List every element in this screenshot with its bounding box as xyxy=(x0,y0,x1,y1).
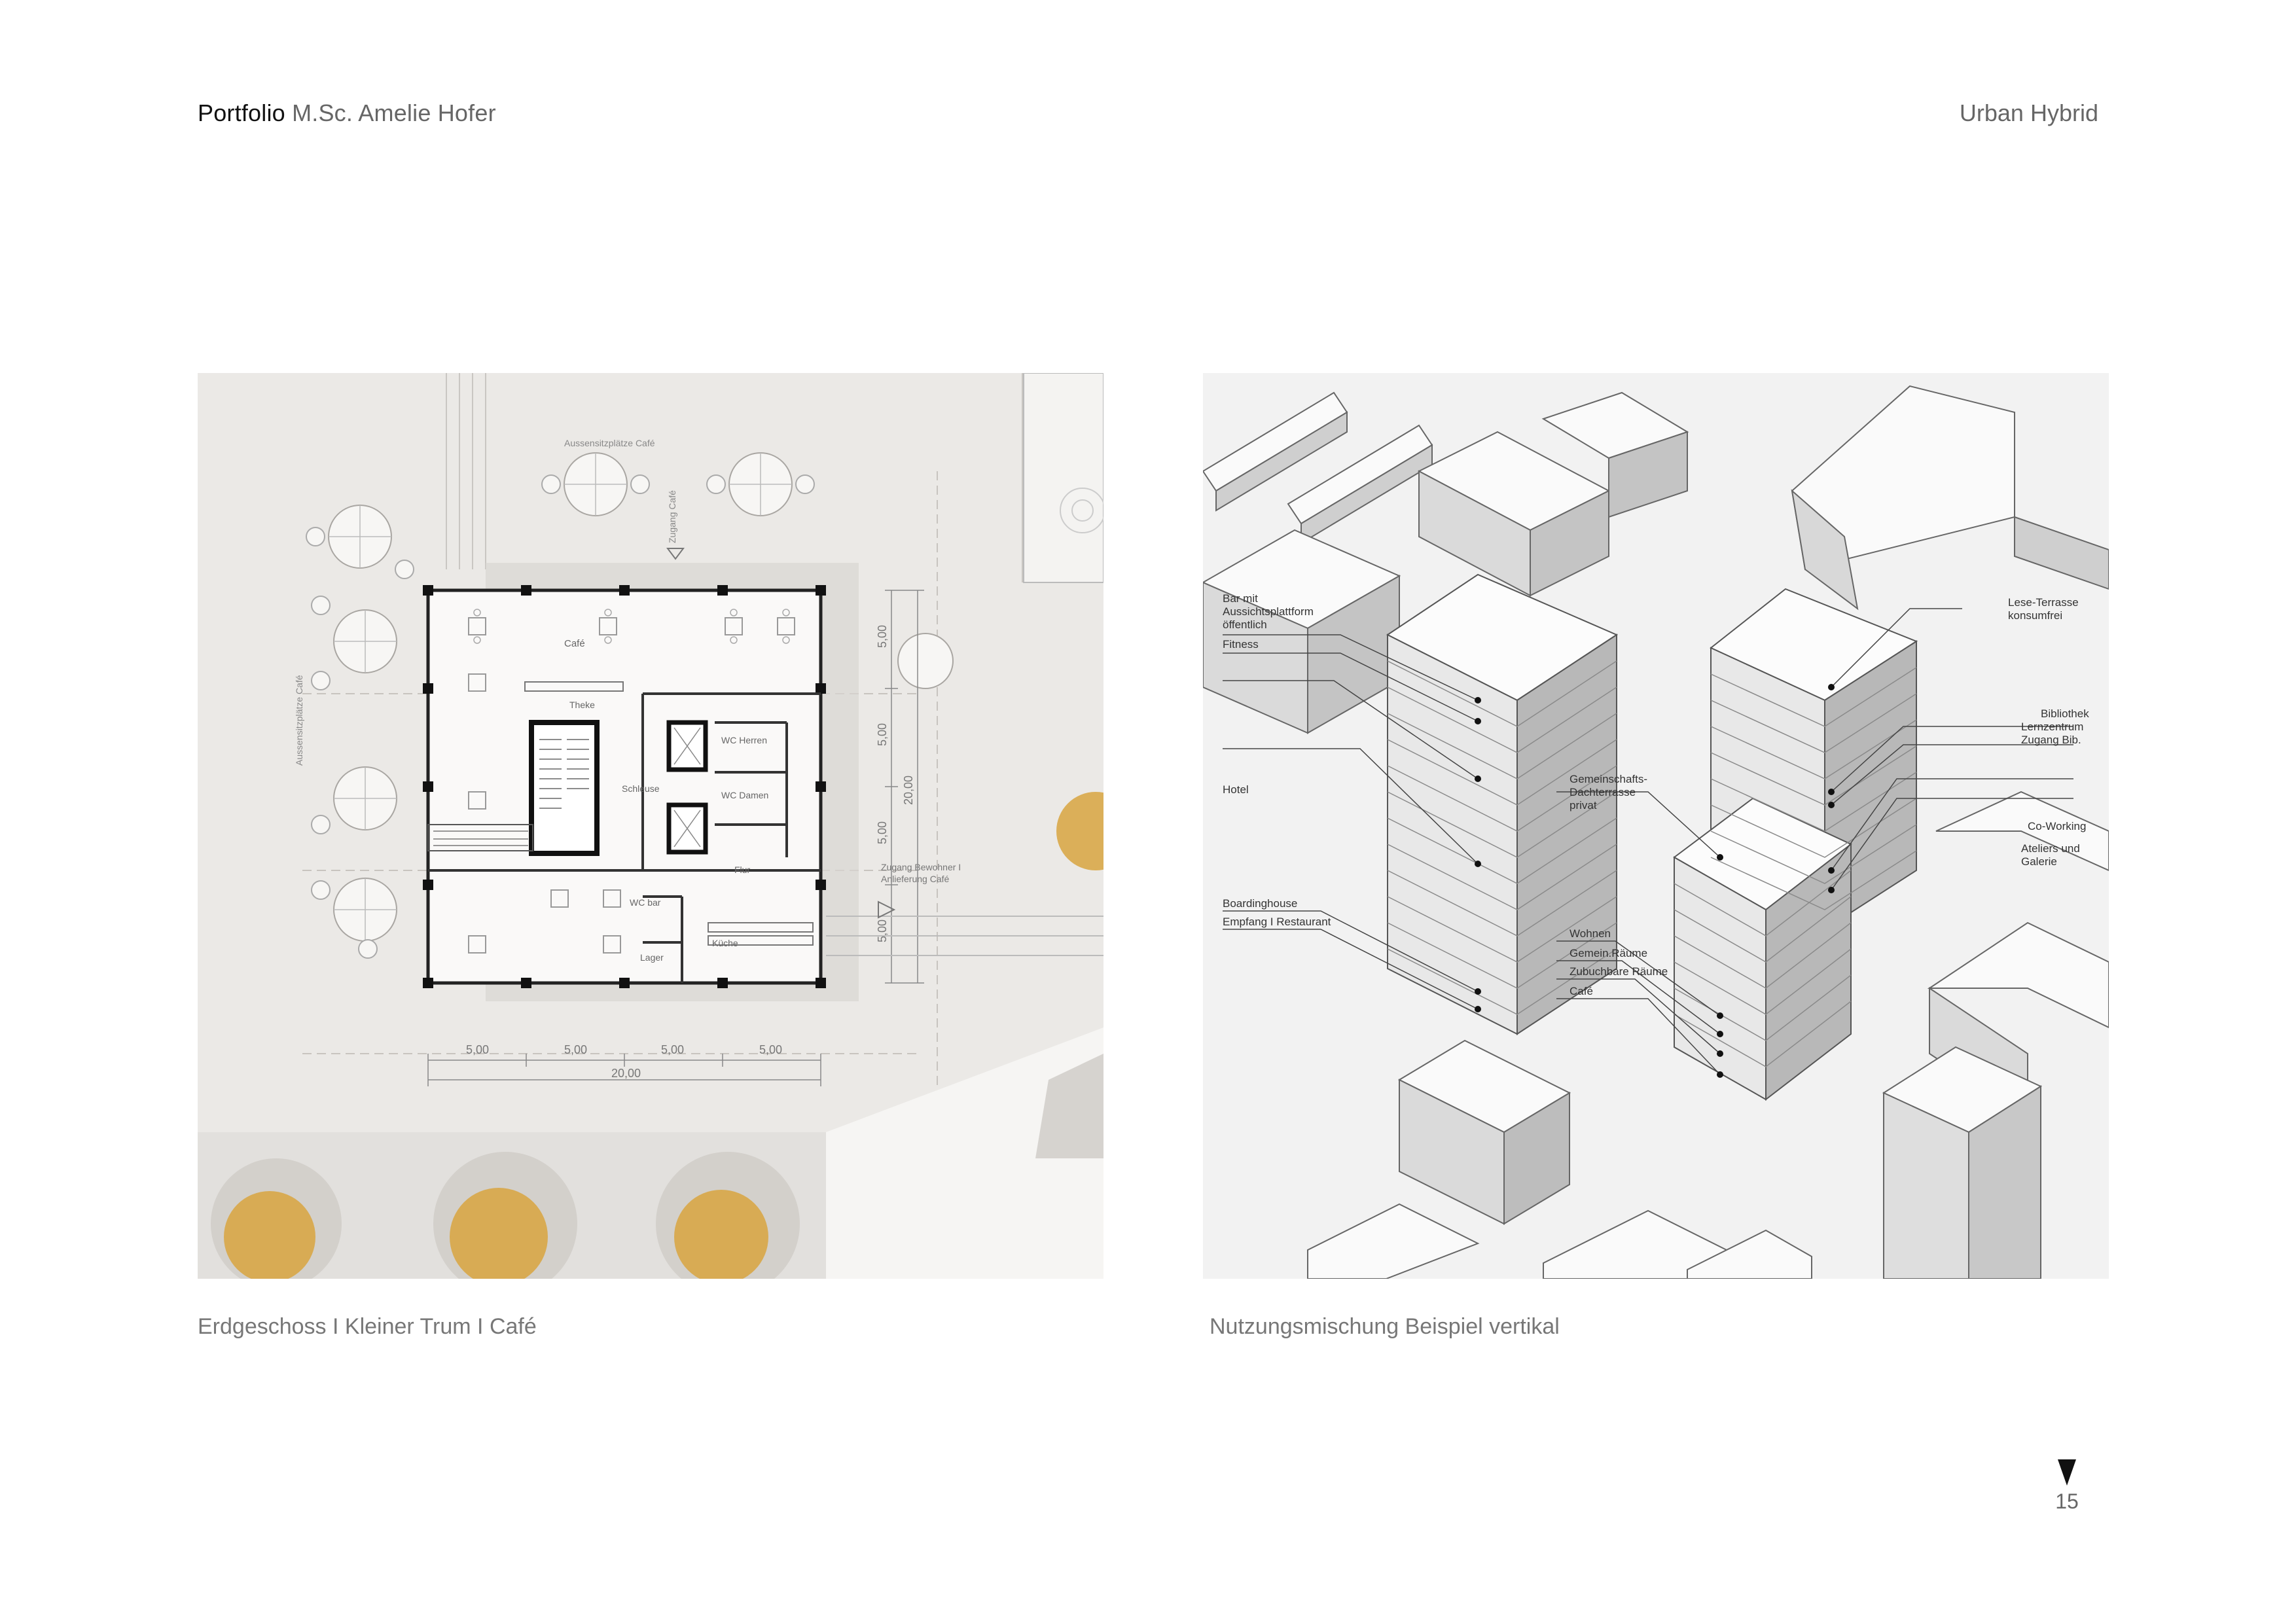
label-ateliers-2: Galerie xyxy=(2021,855,2057,868)
label-boardinghouse: Boardinghouse xyxy=(1223,897,1297,910)
author-name: M.Sc. Amelie Hofer xyxy=(292,99,496,126)
label-hotel: Hotel xyxy=(1223,783,1249,796)
dim-bottom-3: 5,00 xyxy=(661,1043,684,1056)
label-common-rooms: Gemein.Räume xyxy=(1570,947,1647,959)
dim-right-3: 5,00 xyxy=(876,821,889,844)
label-bar-2: Aussichtsplattform xyxy=(1223,605,1314,618)
label-library-3: Zugang Bib. xyxy=(2021,734,2081,746)
portfolio-header: Portfolio M.Sc. Amelie Hofer xyxy=(198,99,496,127)
project-title: Urban Hybrid xyxy=(1959,99,2098,126)
floor-plan-panel: Aussensitzplätze Café Aussensitzplätze C… xyxy=(198,373,1103,1279)
floor-plan: Aussensitzplätze Café Aussensitzplätze C… xyxy=(198,373,1103,1279)
dim-right-total: 20,00 xyxy=(902,776,915,805)
dim-bottom-4: 5,00 xyxy=(759,1043,782,1056)
label-reception: Empfang I Restaurant xyxy=(1223,916,1331,928)
label-cafe: Café xyxy=(1570,985,1593,997)
dim-right-4: 5,00 xyxy=(876,919,889,942)
label-reading-terrace-2: konsumfrei xyxy=(2008,609,2062,622)
portfolio-label: Portfolio xyxy=(198,99,285,126)
label-living: Wohnen xyxy=(1570,927,1611,940)
dim-bottom-2: 5,00 xyxy=(564,1043,587,1056)
wc-bar-label: WC bar xyxy=(630,897,661,908)
diagram-caption: Nutzungsmischung Beispiel vertikal xyxy=(1210,1314,1560,1339)
label-bar-3: öffentlich xyxy=(1223,618,1267,631)
outdoor-seating-top-label: Aussensitzplätze Café xyxy=(564,438,655,448)
wc-women-label: WC Damen xyxy=(721,790,768,800)
axonometric-panel: Bar mit Aussichtsplattform öffentlich Fi… xyxy=(1203,373,2109,1279)
delivery-label: Anlieferung Café xyxy=(881,874,950,884)
outdoor-seating-side-label: Aussensitzplätze Café xyxy=(294,675,304,766)
kitchen-label: Küche xyxy=(712,938,738,948)
dim-right-1: 5,00 xyxy=(876,625,889,648)
label-community-2: Dachterrasse xyxy=(1570,786,1636,798)
axonometric-diagram: Bar mit Aussichtsplattform öffentlich Fi… xyxy=(1203,373,2109,1279)
label-reading-terrace-1: Lese-Terrasse xyxy=(2008,596,2079,609)
resident-access-label: Zugang Bewohner I xyxy=(881,862,961,872)
airlock-label: Schleuse xyxy=(622,783,660,794)
label-coworking: Co-Working xyxy=(2028,820,2086,832)
label-bookable-rooms: Zubuchbare Räume xyxy=(1570,965,1668,978)
label-ateliers-1: Ateliers und xyxy=(2021,842,2080,855)
label-library-2: Lernzentrum xyxy=(2021,721,2083,733)
dim-right-2: 5,00 xyxy=(876,723,889,746)
page-marker-icon xyxy=(2058,1459,2076,1486)
plan-caption: Erdgeschoss I Kleiner Trum I Café xyxy=(198,1314,537,1339)
label-bar-1: Bar mit xyxy=(1223,592,1258,605)
label-community-3: privat xyxy=(1570,799,1597,812)
storage-label: Lager xyxy=(640,952,664,963)
cafe-room-label: Café xyxy=(564,638,585,649)
dim-bottom-total: 20,00 xyxy=(611,1067,641,1080)
label-community-1: Gemeinschafts- xyxy=(1570,773,1647,785)
page-number: 15 xyxy=(2055,1489,2079,1513)
counter-label: Theke xyxy=(569,700,595,710)
cafe-access-label: Zugang Café xyxy=(667,490,677,543)
label-library-1: Bibliothek xyxy=(2041,707,2089,720)
label-fitness: Fitness xyxy=(1223,638,1259,651)
wc-men-label: WC Herren xyxy=(721,735,767,745)
corridor-label: Flur xyxy=(734,865,750,875)
dim-bottom-1: 5,00 xyxy=(466,1043,489,1056)
